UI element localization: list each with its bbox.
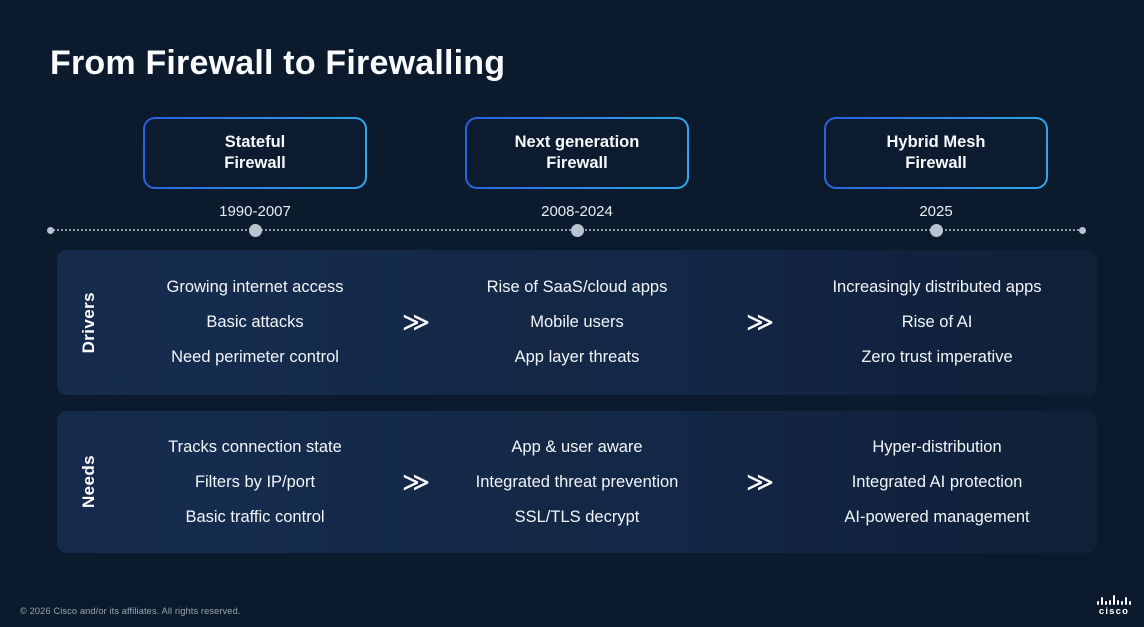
driver-item: Zero trust imperative [861, 348, 1013, 366]
need-item: App & user aware [511, 437, 643, 456]
need-item: AI-powered management [844, 507, 1030, 526]
stage-label: Next generation [514, 133, 640, 151]
stage-box-hybrid-mesh-firewall: Hybrid Mesh Firewall [824, 117, 1048, 189]
timeline-stage-dot-3 [930, 224, 943, 237]
stage-label: Firewall [224, 154, 286, 172]
need-item: Filters by IP/port [194, 472, 316, 491]
needs-row: Needs Tracks connection state Filters by… [57, 411, 1097, 553]
stage-years-3: 2025 [919, 203, 953, 220]
needs-cell-next-generation: App & user aware Integrated threat preve… [417, 411, 737, 553]
double-chevron-right-icon: ≫ [401, 307, 431, 337]
stage-label: Firewall [546, 154, 608, 172]
stage-box-next-generation-firewall: Next generation Firewall [465, 117, 689, 189]
driver-item: Basic attacks [206, 313, 304, 331]
drivers-cell-stateful: Growing internet access Basic attacks Ne… [95, 250, 415, 395]
stage-years-1: 1990-2007 [219, 203, 291, 220]
drivers-cell-next-generation: Rise of SaaS/cloud apps Mobile users App… [417, 250, 737, 395]
driver-item: Growing internet access [166, 278, 344, 296]
page-title: From Firewall to Firewalling [50, 44, 506, 82]
driver-item: Rise of SaaS/cloud apps [486, 278, 668, 296]
need-item: Basic traffic control [185, 507, 325, 526]
needs-cell-hybrid-mesh: Hyper-distribution Integrated AI protect… [777, 411, 1097, 553]
timeline-stage-dot-2 [571, 224, 584, 237]
drivers-row: Drivers Growing internet access Basic at… [57, 250, 1097, 395]
stage-label: Hybrid Mesh [886, 133, 986, 151]
copyright-notice: © 2026 Cisco and/or its affiliates. All … [20, 606, 241, 616]
timeline-end-dot [1079, 227, 1086, 234]
cisco-logo: cisco [1097, 595, 1131, 617]
driver-item: Rise of AI [901, 313, 973, 331]
cisco-wordmark: cisco [1098, 606, 1130, 617]
stage-years-2: 2008-2024 [541, 203, 613, 220]
need-item: Hyper-distribution [872, 437, 1002, 456]
timeline-line [50, 229, 1083, 231]
cisco-bridge-icon [1097, 595, 1131, 605]
need-item: SSL/TLS decrypt [514, 507, 640, 526]
stage-box-stateful-firewall: Stateful Firewall [143, 117, 367, 189]
stage-label: Stateful [224, 133, 286, 151]
driver-item: Need perimeter control [171, 348, 339, 366]
needs-cell-stateful: Tracks connection state Filters by IP/po… [95, 411, 415, 553]
driver-item: Mobile users [530, 313, 624, 331]
drivers-cell-hybrid-mesh: Increasingly distributed apps Rise of AI… [777, 250, 1097, 395]
stage-label: Firewall [905, 154, 967, 172]
driver-item: Increasingly distributed apps [832, 278, 1042, 296]
double-chevron-right-icon: ≫ [401, 466, 431, 497]
need-item: Tracks connection state [168, 437, 342, 456]
timeline-stage-dot-1 [249, 224, 262, 237]
timeline-start-dot [47, 227, 54, 234]
double-chevron-right-icon: ≫ [745, 466, 775, 497]
double-chevron-right-icon: ≫ [745, 307, 775, 337]
driver-item: App layer threats [514, 348, 640, 366]
need-item: Integrated threat prevention [475, 472, 679, 491]
need-item: Integrated AI protection [851, 472, 1023, 491]
